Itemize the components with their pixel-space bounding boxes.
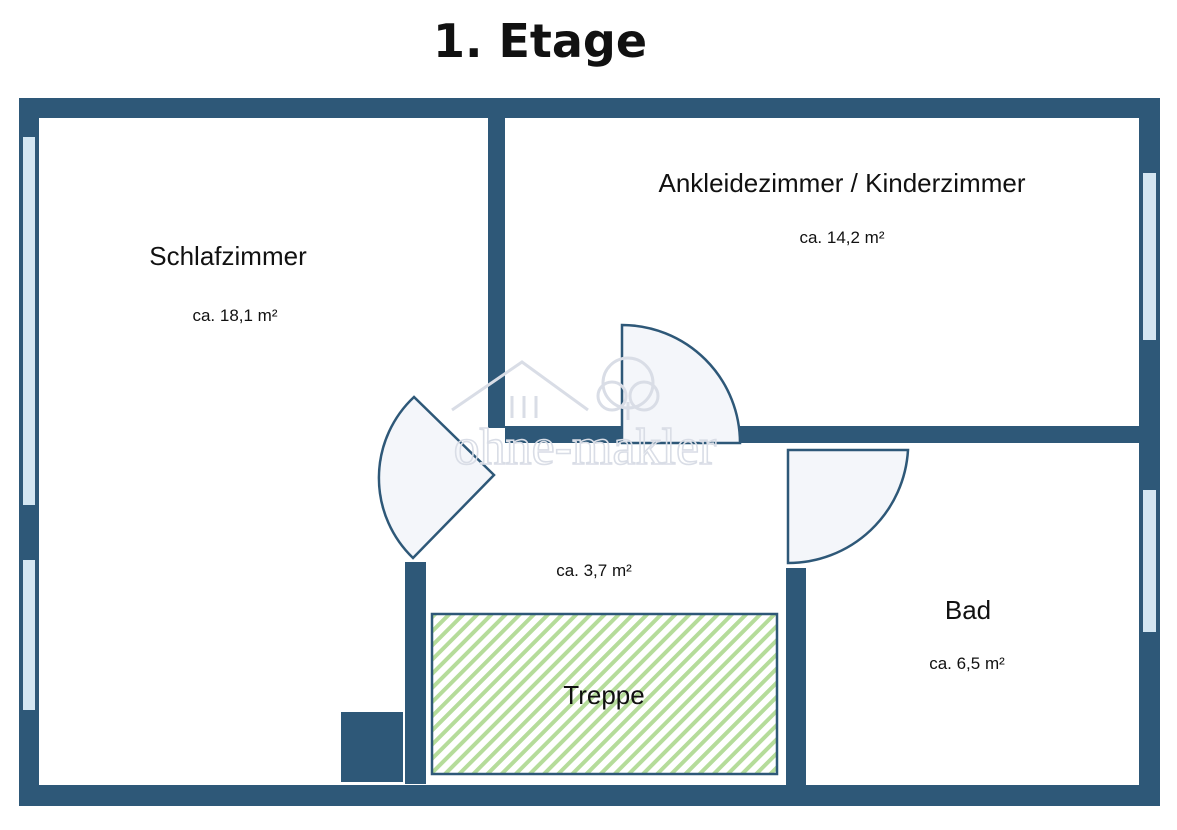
wall-ankleide-bottom-right <box>740 426 1140 443</box>
watermark-text: ohne-makler <box>454 419 717 476</box>
room-area-schlafzimmer: ca. 18,1 m² <box>192 306 277 325</box>
door-bad <box>786 448 910 565</box>
stairs-area <box>430 612 779 776</box>
window-left-upper <box>23 137 35 505</box>
room-area-ankleidezimmer: ca. 14,2 m² <box>799 228 884 247</box>
watermark: ohne-makler <box>451 356 717 477</box>
wall-bad-left <box>786 568 806 788</box>
room-area-bad: ca. 6,5 m² <box>929 654 1005 673</box>
door-schlafzimmer <box>377 395 496 560</box>
door-ankleide <box>620 323 742 445</box>
windows <box>23 137 1156 710</box>
room-name-ankleidezimmer: Ankleidezimmer / Kinderzimmer <box>659 168 1026 198</box>
wall-flur-left <box>405 562 426 784</box>
interior-walls <box>341 118 1140 788</box>
wall-ankleide-bottom-left <box>505 426 622 443</box>
window-right-lower <box>1143 490 1156 632</box>
watermark-tree-icon <box>596 356 660 420</box>
chimney-block <box>341 712 403 782</box>
wall-schlaf-ankleide <box>488 118 505 428</box>
window-left-lower <box>23 560 35 710</box>
room-name-bad: Bad <box>945 595 991 625</box>
outer-wall-bottom <box>19 785 1160 806</box>
room-area-flur: ca. 3,7 m² <box>556 561 632 580</box>
outer-wall-top <box>19 98 1160 118</box>
stairs-label: Treppe <box>563 680 644 710</box>
room-name-schlafzimmer: Schlafzimmer <box>149 241 307 271</box>
window-right-upper <box>1143 173 1156 340</box>
watermark-house-icon <box>451 360 589 418</box>
page-title: 1. Etage <box>433 14 647 68</box>
doors <box>377 323 910 565</box>
